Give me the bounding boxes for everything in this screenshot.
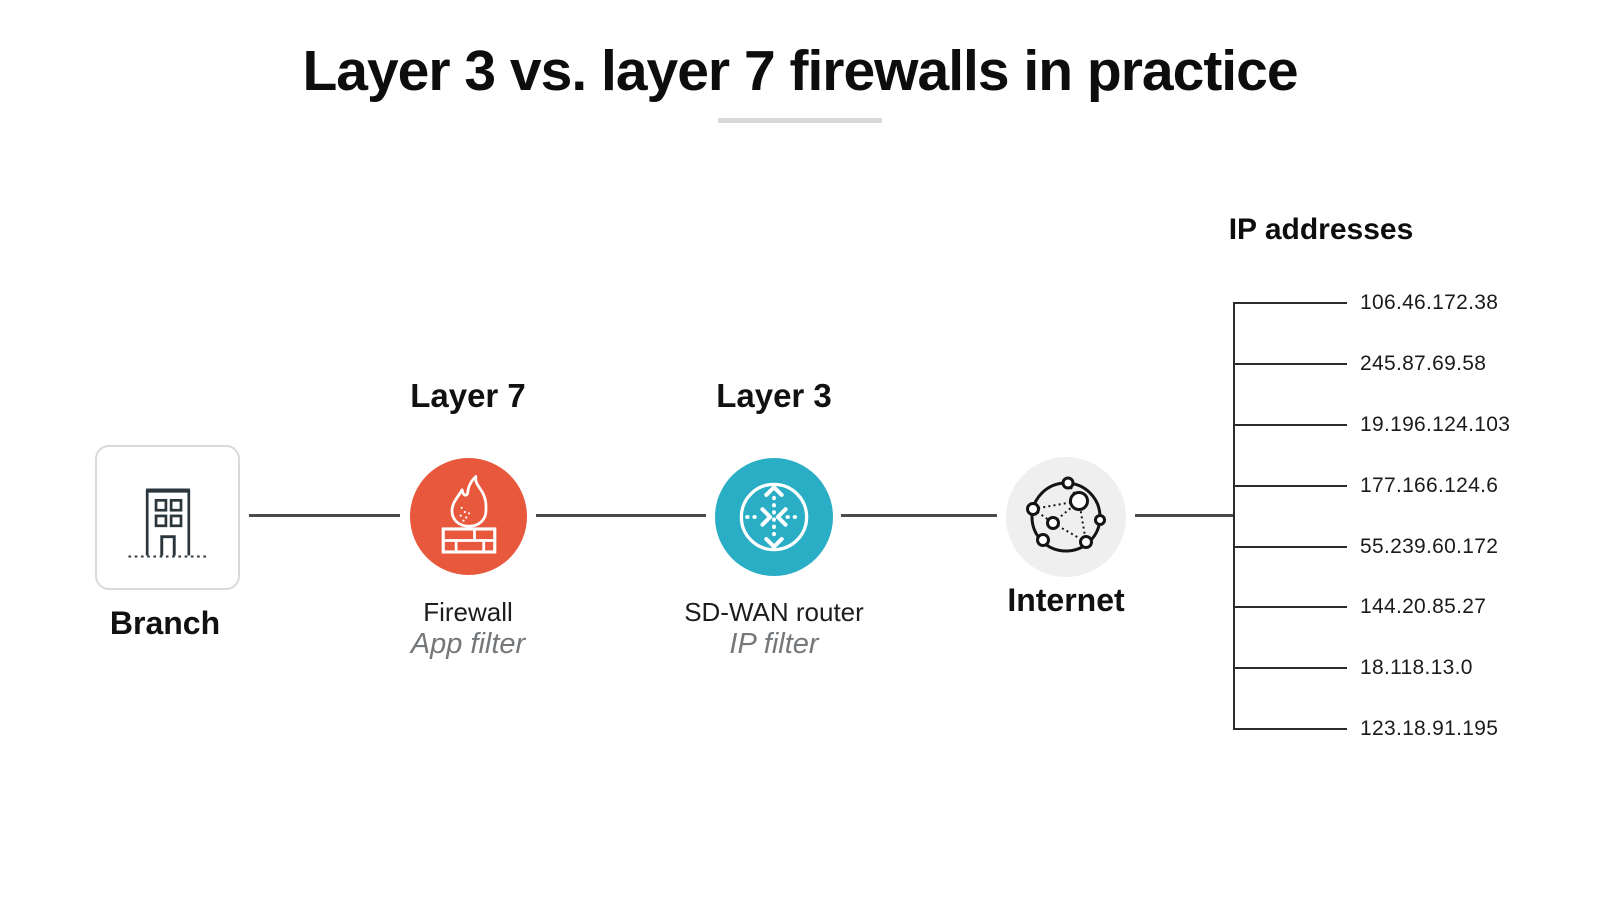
- connector-firewall-to-router: [536, 514, 706, 517]
- page-title: Layer 3 vs. layer 7 firewalls in practic…: [302, 39, 1298, 103]
- firewall-name: Firewall: [423, 597, 513, 627]
- building-icon: [127, 487, 208, 558]
- connector-branch-to-firewall: [249, 514, 400, 517]
- ip-address-label: 144.20.85.27: [1360, 595, 1487, 618]
- ip-tick-line: [1233, 363, 1347, 365]
- ip-tick-line: [1233, 302, 1347, 304]
- firewall-filter-label: App filter: [410, 628, 526, 660]
- ip-address-label: 55.239.60.172: [1360, 535, 1499, 558]
- layer7-heading: Layer 7: [410, 377, 526, 414]
- ip-tick-line: [1233, 424, 1347, 426]
- ip-tick-line: [1233, 546, 1347, 548]
- ip-tick-line: [1233, 606, 1347, 608]
- internet-label: Internet: [1007, 582, 1125, 618]
- ip-address-label: 19.196.124.103: [1360, 413, 1511, 436]
- ip-tick-line: [1233, 667, 1347, 669]
- ip-list-spine: [1233, 303, 1235, 729]
- router-filter-label: IP filter: [729, 628, 819, 660]
- router-arrows-icon: [739, 482, 809, 552]
- connector-internet-to-ip-spine: [1135, 514, 1235, 517]
- internet-circle: [1006, 457, 1126, 577]
- ip-address-label: 245.87.69.58: [1360, 352, 1487, 375]
- connector-router-to-internet: [841, 514, 997, 517]
- branch-node-box: [95, 445, 240, 590]
- firewall-flame-brick-icon: [441, 474, 496, 554]
- branch-label: Branch: [109, 605, 221, 641]
- layer3-heading: Layer 3: [716, 377, 832, 414]
- ip-address-label: 18.118.13.0: [1360, 656, 1473, 679]
- ip-address-label: 106.46.172.38: [1360, 291, 1499, 314]
- ip-tick-line: [1233, 485, 1347, 487]
- ip-addresses-header: IP addresses: [1228, 213, 1414, 246]
- firewall-circle: [410, 458, 527, 575]
- router-name: SD-WAN router: [684, 597, 864, 627]
- ip-tick-line: [1233, 728, 1347, 730]
- network-globe-icon: [1026, 476, 1106, 553]
- ip-address-label: 123.18.91.195: [1360, 717, 1499, 740]
- ip-address-label: 177.166.124.6: [1360, 474, 1499, 497]
- router-circle: [715, 458, 833, 576]
- title-underline-rule: [718, 118, 882, 123]
